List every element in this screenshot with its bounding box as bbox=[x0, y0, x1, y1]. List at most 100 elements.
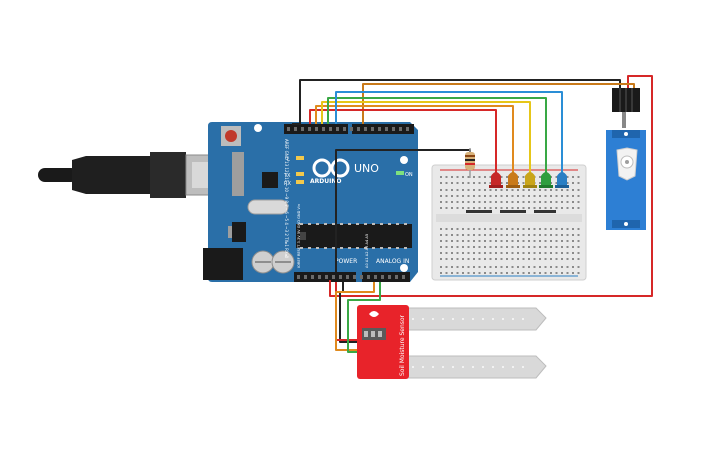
power-header-labels: IOREF RESET 3.3V 5V GND GND Vin bbox=[297, 204, 301, 268]
breadboard-hole bbox=[456, 252, 459, 254]
breadboard-hole bbox=[451, 195, 453, 197]
breadboard-hole bbox=[478, 195, 481, 197]
breadboard-hole bbox=[555, 228, 558, 230]
breadboard-hole bbox=[533, 266, 536, 268]
breadboard-hole bbox=[440, 266, 442, 268]
breadboard-hole bbox=[473, 201, 475, 203]
breadboard-hole bbox=[495, 258, 497, 260]
breadboard-hole bbox=[572, 246, 574, 248]
breadboard-hole bbox=[500, 266, 503, 268]
breadboard-hole bbox=[555, 246, 558, 248]
breadboard-hole bbox=[440, 201, 442, 203]
breadboard-hole bbox=[539, 258, 541, 260]
breadboard-hole bbox=[550, 246, 552, 248]
led-on-indicator bbox=[396, 171, 404, 175]
breadboard-hole bbox=[561, 240, 563, 242]
breadboard-hole bbox=[522, 234, 525, 236]
breadboard-hole bbox=[467, 189, 470, 191]
breadboard-hole bbox=[473, 176, 475, 178]
breadboard-hole bbox=[544, 201, 547, 203]
breadboard-hole bbox=[462, 246, 464, 248]
breadboard-hole bbox=[522, 195, 525, 197]
breadboard-hole bbox=[566, 195, 569, 197]
breadboard-hole bbox=[506, 258, 508, 260]
breadboard-hole bbox=[489, 266, 492, 268]
breadboard-hole bbox=[533, 228, 536, 230]
breadboard-hole bbox=[566, 201, 569, 203]
breadboard-hole bbox=[484, 240, 486, 242]
breadboard-hole bbox=[522, 246, 525, 248]
breadboard-hole bbox=[478, 176, 481, 178]
arduino-logo-icon bbox=[312, 158, 350, 178]
breadboard-hole bbox=[462, 272, 464, 274]
breadboard-hole bbox=[506, 201, 508, 203]
breadboard-hole bbox=[528, 189, 530, 191]
breadboard-hole bbox=[445, 228, 448, 230]
breadboard-hole bbox=[522, 266, 525, 268]
breadboard-hole bbox=[555, 207, 558, 209]
breadboard-hole bbox=[522, 182, 525, 184]
breadboard-hole bbox=[533, 272, 536, 274]
breadboard-hole bbox=[517, 189, 519, 191]
breadboard-hole bbox=[473, 246, 475, 248]
breadboard-hole bbox=[533, 201, 536, 203]
power-label: POWER bbox=[335, 258, 357, 265]
breadboard-hole bbox=[467, 272, 470, 274]
breadboard-hole bbox=[451, 266, 453, 268]
breadboard-hole bbox=[517, 272, 519, 274]
resistor bbox=[465, 148, 475, 178]
resistor-band bbox=[465, 155, 475, 157]
breadboard-hole bbox=[473, 272, 475, 274]
breadboard-hole bbox=[451, 176, 453, 178]
breadboard-hole bbox=[489, 176, 492, 178]
breadboard-hole bbox=[544, 240, 547, 242]
breadboard-hole bbox=[550, 201, 552, 203]
breadboard-hole bbox=[500, 176, 503, 178]
breadboard-hole bbox=[473, 240, 475, 242]
usb-plug-body bbox=[150, 152, 186, 198]
breadboard-hole bbox=[462, 201, 464, 203]
breadboard-holes bbox=[440, 176, 580, 274]
breadboard-hole bbox=[572, 195, 574, 197]
breadboard-hole bbox=[473, 195, 475, 197]
breadboard-hole bbox=[539, 189, 541, 191]
breadboard-hole bbox=[544, 258, 547, 260]
led-green bbox=[539, 172, 553, 188]
breadboard-hole bbox=[456, 234, 459, 236]
breadboard-hole bbox=[478, 182, 481, 184]
led-orange bbox=[506, 172, 520, 188]
sensor-logo-icon bbox=[369, 311, 379, 317]
breadboard-hole bbox=[495, 266, 497, 268]
wire-orange-led bbox=[315, 105, 514, 175]
breadboard-hole bbox=[489, 189, 492, 191]
breadboard-hole bbox=[478, 266, 481, 268]
led-rx-label: RX bbox=[284, 181, 291, 187]
breadboard-hole bbox=[550, 252, 552, 254]
breadboard-hole bbox=[577, 228, 580, 230]
breadboard-hole bbox=[511, 189, 514, 191]
breadboard-hole bbox=[440, 240, 442, 242]
breadboard-hole bbox=[566, 234, 569, 236]
breadboard-hole bbox=[456, 189, 459, 191]
breadboard-hole bbox=[451, 252, 453, 254]
usb-cable-cord bbox=[38, 168, 78, 182]
breadboard-hole bbox=[577, 176, 580, 178]
led-tx-label: TX bbox=[283, 173, 291, 179]
breadboard-hole bbox=[544, 266, 547, 268]
servo-screw bbox=[624, 132, 628, 136]
breadboard-hole bbox=[500, 195, 503, 197]
breadboard-hole bbox=[577, 195, 580, 197]
breadboard-hole bbox=[533, 189, 536, 191]
breadboard-hole bbox=[522, 189, 525, 191]
sensor-pin bbox=[371, 331, 375, 337]
breadboard-hole bbox=[506, 240, 508, 242]
breadboard-hole bbox=[577, 272, 580, 274]
breadboard-hole bbox=[440, 207, 442, 209]
breadboard-hole bbox=[462, 195, 464, 197]
breadboard-hole bbox=[495, 207, 497, 209]
breadboard-hole bbox=[528, 258, 530, 260]
breadboard-hole bbox=[467, 234, 470, 236]
breadboard-hole bbox=[500, 201, 503, 203]
breadboard-jumper bbox=[534, 210, 556, 213]
breadboard-hole bbox=[533, 252, 536, 254]
